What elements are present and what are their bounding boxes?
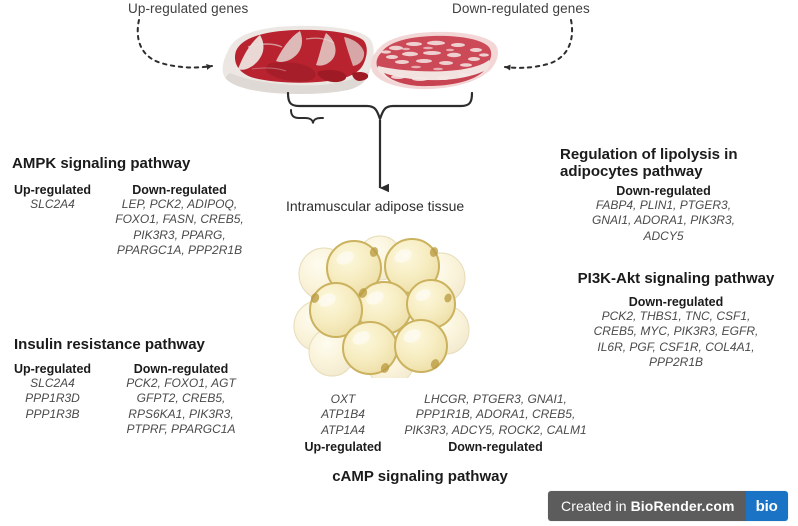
marbled-steak-downregulated-image bbox=[370, 31, 498, 90]
dashed-arrows-svg bbox=[136, 19, 573, 71]
insulin-pathway-title: Insulin resistance pathway bbox=[14, 336, 205, 353]
biorender-brand: BioRender.com bbox=[630, 498, 735, 514]
insulin-pathway-block: Insulin resistance pathway bbox=[14, 336, 205, 353]
camp-upregulated-heading: Up-regulated bbox=[304, 440, 382, 455]
ampk-upregulated-column: Up-regulated SLC2A4 bbox=[0, 183, 105, 212]
brace-and-arrow-svg bbox=[286, 91, 474, 193]
insulin-downregulated-heading: Down-regulated bbox=[133, 362, 229, 376]
intramuscular-adipose-tissue-label: Intramuscular adipose tissue bbox=[286, 198, 465, 214]
camp-downregulated-column: LHCGR, PTGER3, GNAI1, PPP1R1B, ADORA1, C… bbox=[383, 392, 608, 454]
ribeye-steak-upregulated-image bbox=[222, 25, 374, 94]
lipolysis-downregulated-column: Down-regulated FABP4, PLIN1, PTGER3, GNA… bbox=[556, 184, 771, 244]
biorender-logo-icon: bio bbox=[745, 491, 788, 521]
lipolysis-downregulated-heading: Down-regulated bbox=[616, 184, 711, 198]
pi3k-downregulated-column: Down-regulated PCK2, THBS1, TNC, CSF1, C… bbox=[556, 295, 796, 370]
camp-pathway-title-wrap: cAMP signaling pathway bbox=[300, 468, 540, 485]
camp-pathway-title: cAMP signaling pathway bbox=[332, 468, 508, 485]
ampk-pathway-block: AMPK signaling pathway bbox=[12, 155, 190, 172]
adipocyte-cluster-image bbox=[293, 235, 470, 378]
camp-downregulated-genes: LHCGR, PTGER3, GNAI1, PPP1R1B, ADORA1, C… bbox=[404, 392, 587, 437]
biorender-credit-text: Created in BioRender.com bbox=[548, 491, 746, 521]
down-regulated-genes-label: Down-regulated genes bbox=[452, 1, 590, 16]
camp-downregulated-heading: Down-regulated bbox=[448, 440, 543, 455]
pi3k-downregulated-genes: PCK2, THBS1, TNC, CSF1, CREB5, MYC, PIK3… bbox=[593, 309, 759, 370]
down-regulated-arrow bbox=[504, 19, 573, 71]
ampk-downregulated-heading: Down-regulated bbox=[132, 183, 227, 197]
pi3k-downregulated-heading: Down-regulated bbox=[628, 295, 724, 309]
pi3k-pathway-block: PI3K-Akt signaling pathway bbox=[556, 270, 796, 287]
insulin-upregulated-heading: Up-regulated bbox=[13, 362, 92, 376]
lipolysis-pathway-block: Regulation of lipolysis in adipocytes pa… bbox=[560, 146, 795, 181]
pi3k-pathway-title: PI3K-Akt signaling pathway bbox=[577, 270, 775, 287]
insulin-upregulated-genes: SLC2A4 PPP1R3D PPP1R3B bbox=[25, 376, 80, 421]
insulin-downregulated-column: Down-regulated PCK2, FOXO1, AGT GFPT2, C… bbox=[106, 362, 256, 437]
biorender-badge[interactable]: Created in BioRender.com bio bbox=[548, 491, 788, 521]
lipolysis-downregulated-genes: FABP4, PLIN1, PTGER3, GNAI1, ADORA1, PIK… bbox=[592, 198, 735, 243]
ampk-upregulated-genes: SLC2A4 bbox=[30, 197, 75, 211]
up-regulated-arrow bbox=[136, 19, 213, 70]
lipolysis-pathway-title: Regulation of lipolysis in adipocytes pa… bbox=[560, 146, 738, 181]
biorender-prefix: Created in bbox=[561, 498, 627, 514]
camp-upregulated-genes: OXT ATP1B4 ATP1A4 bbox=[321, 392, 365, 437]
ampk-downregulated-genes: LEP, PCK2, ADIPOQ, FOXO1, FASN, CREB5, P… bbox=[115, 197, 244, 258]
insulin-downregulated-genes: PCK2, FOXO1, AGT GFPT2, CREB5, RPS6KA1, … bbox=[126, 376, 236, 437]
ampk-upregulated-heading: Up-regulated bbox=[13, 183, 92, 197]
ampk-downregulated-column: Down-regulated LEP, PCK2, ADIPOQ, FOXO1,… bbox=[102, 183, 257, 258]
ampk-pathway-title: AMPK signaling pathway bbox=[12, 155, 191, 172]
insulin-upregulated-column: Up-regulated SLC2A4 PPP1R3D PPP1R3B bbox=[0, 362, 105, 422]
up-regulated-genes-label: Up-regulated genes bbox=[128, 1, 249, 16]
camp-upregulated-column: OXT ATP1B4 ATP1A4 Up-regulated bbox=[296, 392, 390, 454]
